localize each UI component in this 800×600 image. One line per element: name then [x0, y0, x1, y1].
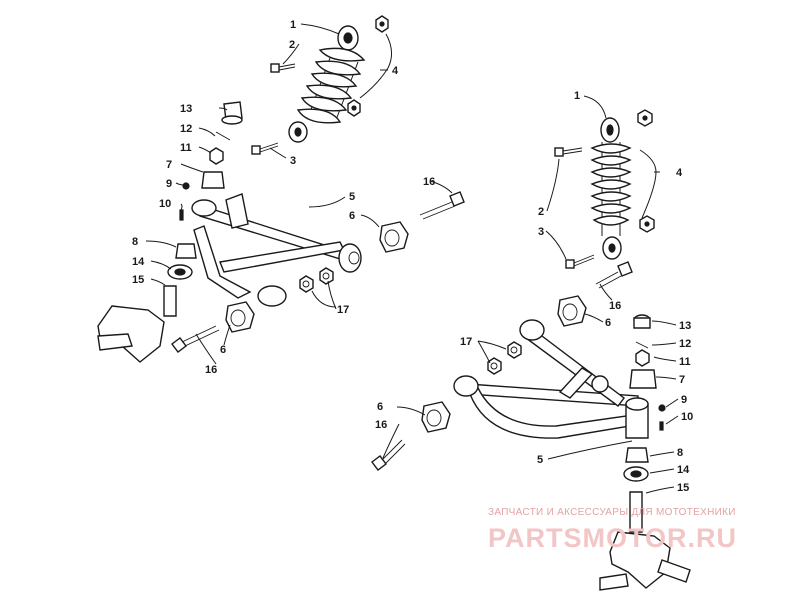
- label-6-upper: 6: [349, 210, 355, 222]
- label-17: 17: [337, 304, 349, 316]
- right-ball-joint-hardware: [623, 314, 666, 482]
- label-r2: 2: [538, 206, 544, 218]
- right-arm-bolt-upper: [595, 261, 633, 289]
- label-4: 4: [392, 65, 399, 77]
- label-11: 11: [180, 142, 192, 154]
- label-r13: 13: [679, 320, 691, 332]
- left-shock-nuts: [347, 15, 389, 117]
- label-5: 5: [349, 191, 355, 203]
- left-spindle: [97, 285, 177, 363]
- label-r15: 15: [677, 482, 689, 494]
- label-r1: 1: [574, 90, 580, 102]
- watermark-tagline: ЗАПЧАСТИ И АКСЕССУАРЫ ДЛЯ МОТОТЕХНИКИ: [488, 507, 736, 518]
- label-r6-upper: 6: [605, 317, 611, 329]
- left-arm-nuts: [299, 267, 334, 293]
- label-r4: 4: [676, 167, 683, 179]
- left-callout-labels: 1 2 3 4 5 6 6 7 8 9 10 11 12 13 14 15 16…: [132, 19, 435, 376]
- label-r8: 8: [677, 447, 683, 459]
- left-ball-joint-hardware: [167, 101, 243, 280]
- right-assembly: 1 2 3 4 5 6 6 7 8 9 10 11 12 13 14 15 16…: [371, 90, 693, 591]
- right-shock-bolt-top: [554, 147, 583, 157]
- label-r17: 17: [460, 336, 472, 348]
- label-16-upper: 16: [423, 176, 435, 188]
- label-8: 8: [132, 236, 138, 248]
- label-r7: 7: [679, 374, 685, 386]
- watermark: ЗАПЧАСТИ И АКСЕССУАРЫ ДЛЯ МОТОТЕХНИКИ PA…: [488, 507, 737, 553]
- right-callout-labels: 1 2 3 4 5 6 6 7 8 9 10 11 12 13 14 15 16…: [375, 90, 693, 494]
- label-r12: 12: [679, 338, 691, 350]
- label-15: 15: [132, 274, 144, 286]
- label-2: 2: [289, 39, 295, 51]
- label-13: 13: [180, 103, 192, 115]
- label-r16-upper: 16: [609, 300, 621, 312]
- right-leader-lines: [382, 95, 679, 494]
- right-bushing-lower: [421, 401, 451, 433]
- right-arm-bolt-lower: [371, 439, 406, 471]
- watermark-brand: PARTSMOTOR.RU: [488, 523, 737, 553]
- right-shock-absorber: [590, 117, 632, 260]
- label-r16-lower: 16: [375, 419, 387, 431]
- label-r14: 14: [677, 464, 690, 476]
- label-12: 12: [180, 123, 192, 135]
- label-r11: 11: [679, 356, 691, 368]
- left-arm-bolt-right: [419, 191, 465, 220]
- left-bushing-upper: [379, 221, 409, 253]
- left-shock-bolt-top: [270, 63, 296, 73]
- left-arm-bolt-left: [171, 325, 220, 353]
- left-bushing-lower: [225, 301, 255, 333]
- right-bushing-upper: [557, 295, 587, 327]
- left-leader-lines: [145, 23, 453, 365]
- label-14: 14: [132, 256, 145, 268]
- right-shock-bolt-bottom: [565, 254, 595, 269]
- label-10: 10: [159, 198, 171, 210]
- right-shock-nuts: [637, 109, 655, 233]
- label-16-lower: 16: [205, 364, 217, 376]
- label-r9: 9: [681, 394, 687, 406]
- right-a-arm: [453, 319, 649, 439]
- right-arm-nuts: [487, 341, 522, 375]
- label-r5: 5: [537, 454, 543, 466]
- label-6-lower: 6: [220, 344, 226, 356]
- left-shock-absorber: [288, 25, 366, 143]
- label-9: 9: [166, 178, 172, 190]
- left-shock-bolt-bottom: [251, 142, 279, 155]
- label-3: 3: [290, 155, 296, 167]
- left-assembly: 1 2 3 4 5 6 6 7 8 9 10 11 12 13 14 15 16…: [97, 15, 465, 376]
- label-r6-lower: 6: [377, 401, 383, 413]
- label-r3: 3: [538, 226, 544, 238]
- left-a-arm: [191, 193, 362, 307]
- label-1: 1: [290, 19, 296, 31]
- label-7: 7: [166, 159, 172, 171]
- right-spindle: [599, 491, 691, 591]
- label-r10: 10: [681, 411, 693, 423]
